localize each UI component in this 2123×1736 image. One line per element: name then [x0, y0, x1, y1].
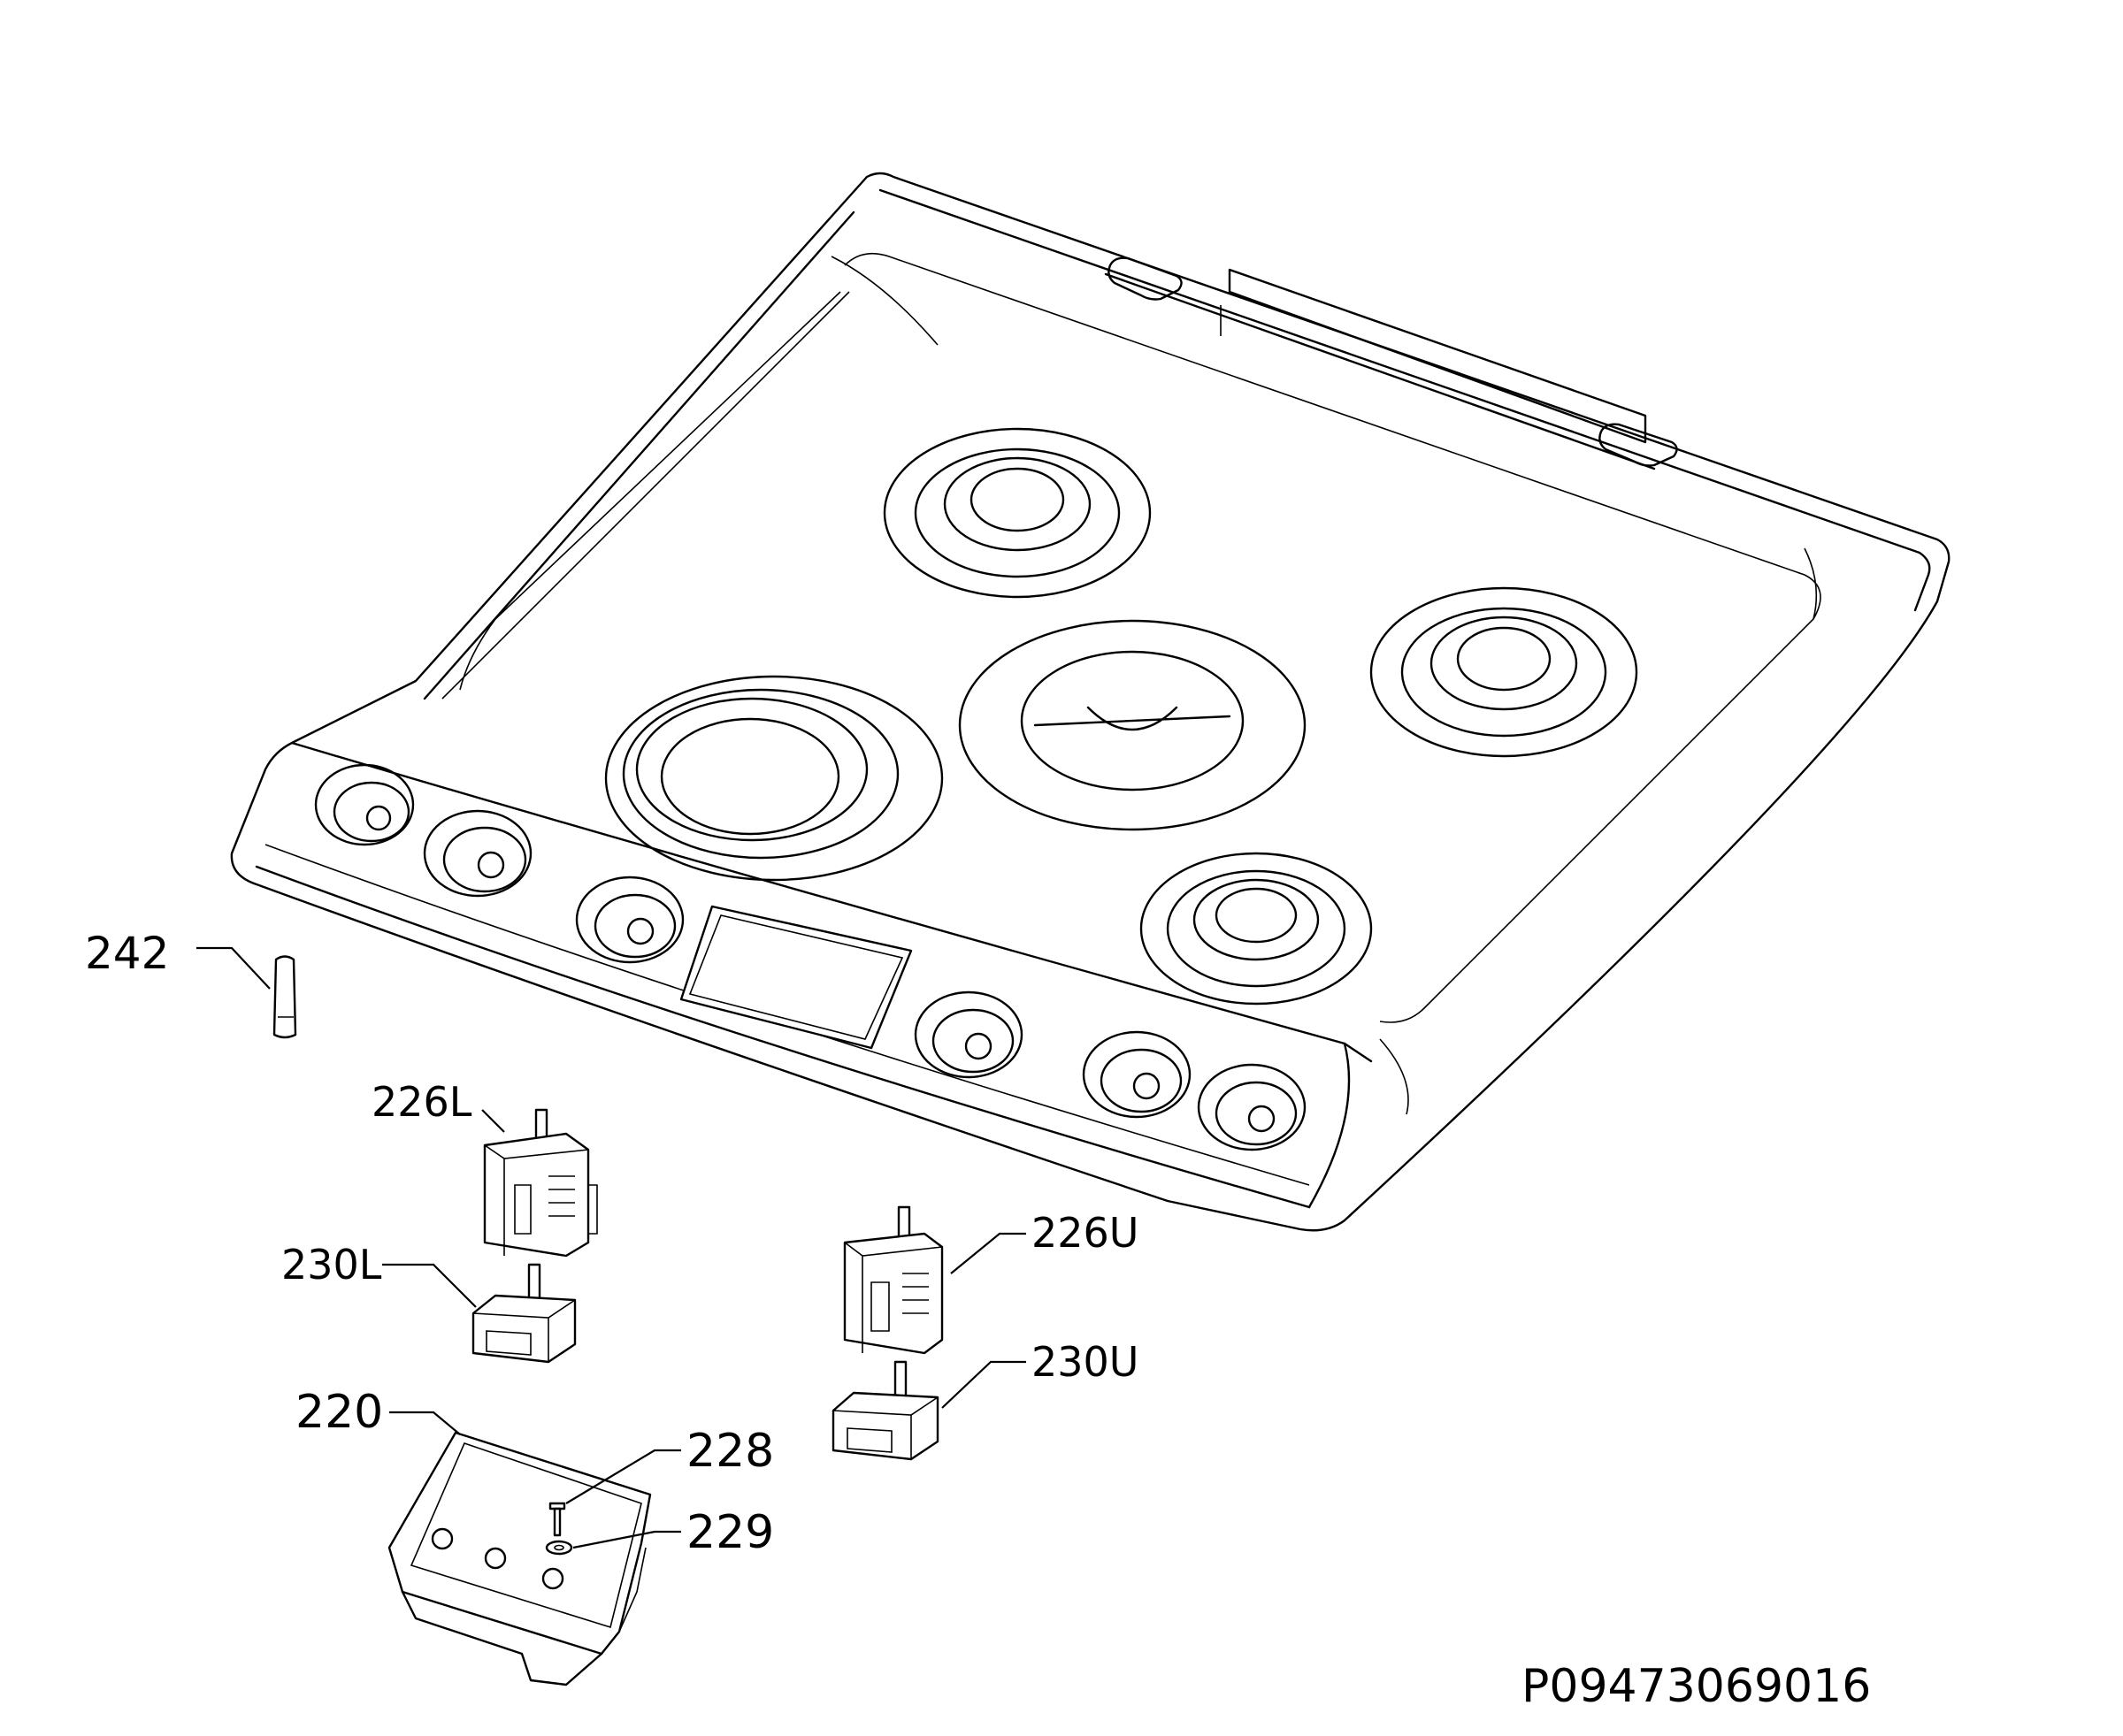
drawing-number: P09473069016 — [1521, 1660, 1871, 1713]
part-229-washer — [545, 1540, 573, 1556]
part-230U-base — [832, 1360, 939, 1461]
callout-220: 220 — [295, 1386, 383, 1439]
callout-242: 242 — [85, 928, 169, 979]
part-220-housing — [387, 1431, 652, 1686]
leader-230U — [941, 1360, 1026, 1409]
leader-226L — [481, 1109, 505, 1133]
callout-228: 228 — [686, 1425, 774, 1478]
part-242-pin — [272, 955, 297, 1039]
callout-226U: 226U — [1031, 1209, 1138, 1257]
leader-220 — [389, 1411, 461, 1435]
leader-230L — [382, 1263, 477, 1308]
part-228-screw — [548, 1502, 566, 1537]
leader-228 — [565, 1449, 681, 1504]
callout-226L: 226L — [372, 1078, 472, 1126]
leader-229 — [572, 1530, 681, 1549]
cooktop-panel — [230, 172, 1951, 1232]
part-226L-switch — [483, 1108, 598, 1258]
leader-226U — [950, 1232, 1026, 1274]
callout-230L: 230L — [281, 1241, 382, 1289]
callout-230U: 230U — [1031, 1338, 1138, 1386]
leader-242 — [196, 946, 271, 990]
callout-229: 229 — [686, 1506, 774, 1559]
part-226U-switch — [843, 1205, 944, 1355]
part-230L-base — [471, 1263, 577, 1364]
